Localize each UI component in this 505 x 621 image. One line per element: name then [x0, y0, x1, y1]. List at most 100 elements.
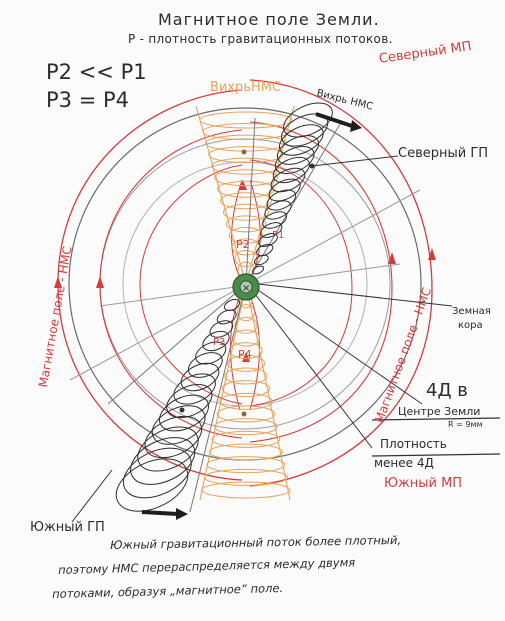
- south-flow-spiral: [187, 352, 223, 378]
- vortex-ring-bottom: [206, 456, 286, 474]
- north-flow-spiral: [270, 167, 306, 193]
- north-flow-spiral: [256, 243, 274, 257]
- label-density-line1: Плотность: [380, 437, 447, 451]
- vortex-ring-bottom: [231, 329, 261, 347]
- vortex-ring-top: [219, 192, 273, 210]
- label-p1: Р1: [272, 230, 284, 241]
- vortex-ring-top: [208, 146, 284, 164]
- gravitational-flow-spirals: [115, 102, 333, 512]
- vortex-ring-bottom: [236, 304, 256, 322]
- field-line-left-inner: [139, 164, 243, 405]
- vortex-arrowhead-bottom: [176, 508, 188, 520]
- south-flow-spiral: [151, 405, 206, 445]
- south-flow-cone: [107, 283, 247, 513]
- field-arrow-left-mid: [96, 276, 104, 288]
- south-flow-spiral: [122, 447, 192, 499]
- vortex-ring-top: [214, 169, 278, 187]
- label-vortex-top: ВихрьНМС: [210, 80, 282, 95]
- vortex-cone-bottom: [199, 283, 291, 501]
- north-flow-spiral: [276, 135, 320, 165]
- core-mark: ×: [242, 283, 250, 294]
- label-p2: Р2: [236, 238, 250, 251]
- south-flow-spiral: [216, 309, 237, 325]
- vortex-ring-bottom: [221, 380, 271, 398]
- field-arrow-left-outer: [54, 276, 62, 288]
- page-title: Магнитное поле Земли.: [158, 10, 380, 29]
- north-flow-spiral: [260, 222, 283, 238]
- marker-north-vortex: [241, 149, 247, 155]
- vortex-ring-top: [199, 111, 293, 129]
- vortex-ring-bottom: [219, 392, 273, 410]
- north-flow-spiral: [283, 102, 333, 138]
- vortex-ring-bottom: [224, 367, 268, 385]
- underline-center: [371, 417, 501, 421]
- vortex-ring-bottom: [204, 468, 288, 486]
- leader-density: [254, 293, 373, 449]
- south-flow-spiral: [137, 426, 199, 472]
- vortex-ring-top: [211, 157, 281, 175]
- south-flow-spiral: [130, 437, 196, 485]
- leader-north-gp: [311, 155, 399, 167]
- formula-p2-p1: Р2 << Р1: [46, 60, 147, 84]
- label-center-caption: Центре Земли: [398, 405, 481, 418]
- page-subtitle: Р - плотность гравитационных потоков.: [128, 32, 393, 46]
- label-crust-line1: Земная: [452, 306, 491, 317]
- south-flow-spiral: [173, 373, 216, 405]
- vortex-ring-bottom: [211, 430, 281, 448]
- label-south-gp: Южный ГП: [30, 520, 105, 535]
- field-arrow-right-outer: [428, 248, 436, 260]
- leader-center: [257, 289, 423, 405]
- vortex-cone-top: [195, 105, 295, 287]
- vortex-ring-top: [228, 226, 264, 244]
- north-flow-spiral: [262, 211, 288, 229]
- vortex-ring-bottom: [226, 354, 266, 372]
- south-flow-spiral: [202, 330, 230, 352]
- north-flow-spiral: [279, 124, 324, 156]
- vortex-ring-bottom: [209, 443, 283, 461]
- vortex-ring-top: [222, 203, 270, 221]
- vortex-ring-top: [225, 215, 267, 233]
- formula-p3-p4: Р3 = Р4: [46, 88, 129, 112]
- south-flow-spiral: [223, 298, 241, 312]
- marker-north-flow: [309, 163, 315, 169]
- leader-south-gp: [71, 469, 113, 523]
- marker-south-flow: [179, 407, 185, 413]
- north-flow-spiral: [251, 265, 265, 275]
- label-p3: Р3: [213, 337, 225, 348]
- leader-crust: [257, 283, 453, 307]
- south-flow-spiral: [166, 383, 213, 419]
- south-flow-spiral: [115, 458, 189, 512]
- south-flow-spiral: [195, 341, 227, 365]
- north-flow-spiral: [253, 254, 269, 266]
- north-flow-spiral: [258, 232, 278, 248]
- vortex-ring-bottom: [214, 418, 278, 436]
- earth-core-inner: [239, 280, 253, 294]
- field-arrow-right-mid: [388, 252, 396, 264]
- marker-south-vortex: [241, 411, 247, 417]
- underline-density: [371, 453, 501, 457]
- vortex-ring-top: [202, 123, 290, 141]
- north-flow-cone: [245, 117, 341, 285]
- south-flow-spiral: [144, 415, 203, 459]
- north-flow-spiral: [268, 178, 301, 202]
- field-arrow-core-bottom: [242, 352, 250, 362]
- field-arrow-core-top: [239, 180, 247, 190]
- vortex-arrow-bottom: [141, 510, 179, 516]
- label-north-gp: Северный ГП: [398, 146, 489, 161]
- vortex-ring-top: [217, 180, 275, 198]
- label-crust-line2: кора: [458, 320, 483, 331]
- vortex-ring-bottom: [234, 316, 258, 334]
- south-flow-spiral: [180, 362, 220, 392]
- label-south-mp: Южный МП: [384, 476, 463, 491]
- vortex-ring-bottom: [201, 481, 291, 499]
- label-density-line2: менее 4Д: [374, 456, 434, 470]
- vortex-ring-bottom: [216, 405, 276, 423]
- vortex-ring-top: [205, 134, 287, 152]
- label-p4: Р4: [238, 348, 252, 361]
- vortex-arrowhead-top: [350, 120, 362, 132]
- north-flow-spiral: [281, 113, 329, 147]
- north-flow-spiral: [272, 156, 310, 184]
- north-flow-spiral: [274, 145, 315, 175]
